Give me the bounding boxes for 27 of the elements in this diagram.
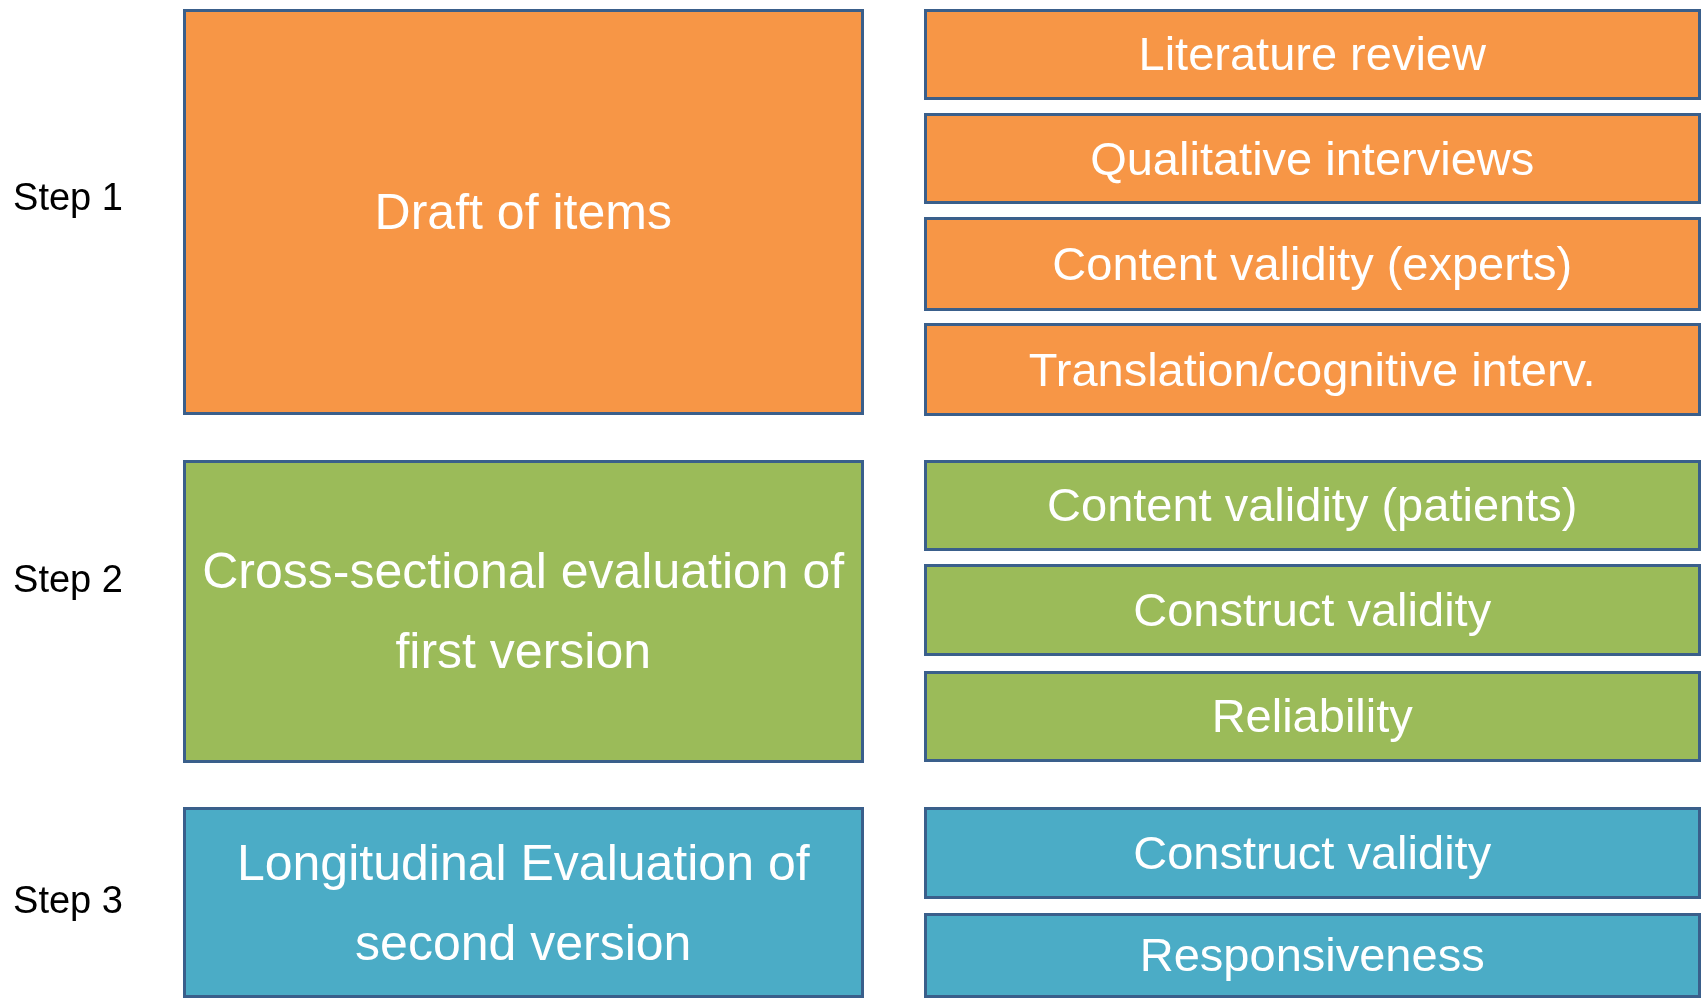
method-label: Construct validity bbox=[1132, 582, 1493, 639]
method-box bbox=[923, 8, 1701, 100]
method-label: Literature review bbox=[1137, 26, 1487, 83]
method-label: Qualitative interviews bbox=[1089, 130, 1536, 187]
method-box bbox=[923, 322, 1701, 417]
step-label: Step 1 bbox=[13, 175, 123, 219]
method-box bbox=[923, 670, 1701, 762]
method-label: Responsiveness bbox=[1138, 927, 1486, 984]
step-box bbox=[182, 807, 864, 998]
method-label: Construct validity bbox=[1132, 825, 1493, 882]
step-label: Step 2 bbox=[13, 557, 123, 601]
step-box bbox=[182, 8, 864, 416]
method-label: Translation/cognitive interv. bbox=[1027, 341, 1597, 398]
method-box bbox=[923, 912, 1701, 998]
method-box bbox=[923, 564, 1701, 657]
step-box bbox=[182, 459, 864, 763]
method-box bbox=[923, 807, 1701, 899]
step-title: Cross-sectional evaluation of first version bbox=[201, 542, 846, 682]
method-box bbox=[923, 113, 1701, 205]
method-box bbox=[923, 217, 1701, 311]
method-label: Reliability bbox=[1210, 688, 1414, 745]
method-box bbox=[923, 459, 1701, 551]
method-label: Content validity (patients) bbox=[1046, 477, 1579, 534]
method-label: Content validity (experts) bbox=[1051, 236, 1574, 293]
step-title: Draft of items bbox=[373, 182, 673, 242]
step-title: Longitudinal Evaluation of second version bbox=[235, 833, 811, 973]
step-label: Step 3 bbox=[13, 878, 123, 922]
